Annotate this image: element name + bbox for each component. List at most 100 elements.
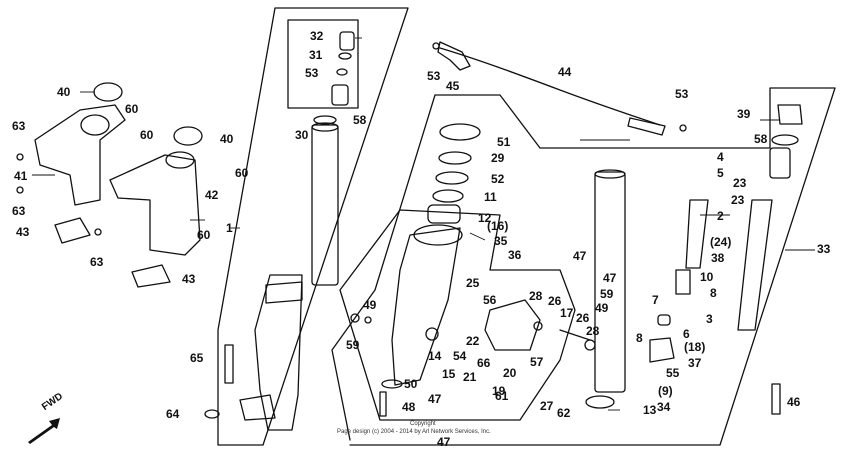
callout: 61: [495, 389, 509, 403]
nut-40b: [173, 126, 203, 146]
bushing-13: [585, 395, 615, 409]
lock-piece-37: [649, 337, 675, 363]
callout: 63: [12, 204, 26, 218]
top-bolt-32: [339, 31, 355, 51]
callout: 37: [688, 356, 702, 370]
washer-53-hose-right: [679, 124, 687, 132]
fork-tube-top: [311, 122, 339, 132]
oring-58: [313, 115, 337, 125]
callout: 48: [402, 400, 416, 414]
callout: 35: [494, 234, 508, 248]
brake-hose: [439, 47, 661, 126]
spacer-4: [769, 147, 791, 179]
bolt-48: [379, 391, 387, 417]
caliper-body: [484, 299, 541, 351]
callout: 49: [363, 298, 377, 312]
callout: 39: [737, 107, 751, 121]
callout: 15: [442, 367, 456, 381]
seal-51: [439, 123, 481, 141]
callout: 38: [711, 251, 725, 265]
callout: 29: [491, 151, 505, 165]
callout: 55: [666, 366, 680, 380]
nut-40a: [93, 82, 123, 102]
fork-dust-seal: [265, 281, 303, 304]
piston-ring-3: [657, 314, 671, 326]
outline-left-fork: [217, 7, 409, 446]
fork-bridge-upper: [34, 104, 126, 206]
washer-53: [336, 68, 348, 76]
callout: 8: [710, 286, 717, 300]
callout: 6: [683, 327, 690, 341]
bridge-boss-upper: [80, 114, 110, 136]
callout: 45: [446, 79, 460, 93]
callout: 60: [140, 128, 154, 142]
callout: 31: [309, 48, 323, 62]
bolt-59: [350, 313, 360, 323]
callout: 33: [817, 242, 831, 256]
callout: 43: [16, 225, 30, 239]
callout: 26: [548, 294, 562, 308]
outline-top-bolt: [287, 19, 359, 109]
callout: 25: [466, 276, 480, 290]
callout: 23: [733, 176, 747, 190]
callout: 60: [125, 102, 139, 116]
callout: 12: [478, 211, 492, 225]
callout: 60: [197, 228, 211, 242]
callout: (24): [710, 235, 732, 249]
callout: 56: [483, 293, 497, 307]
callout: 54: [453, 349, 467, 363]
callout: 60: [235, 166, 249, 180]
callout: 49: [595, 301, 609, 315]
callout: 8: [636, 331, 643, 345]
cap-39: [777, 104, 803, 125]
callout: 28: [586, 324, 600, 338]
slider-top: [413, 224, 463, 246]
callout: 44: [558, 65, 572, 79]
callout: 63: [90, 255, 104, 269]
pin-46: [771, 383, 781, 415]
copyright-line-1: Copyright: [410, 421, 436, 427]
callout: 5: [717, 166, 724, 180]
piston-28: [584, 339, 596, 351]
rebound-spring-10: [675, 269, 691, 295]
cover-43a: [54, 217, 91, 244]
callout: 65: [190, 351, 204, 365]
fork-tube-right: [594, 171, 626, 393]
cover-43b: [131, 264, 171, 288]
callout: 66: [477, 356, 491, 370]
callout: 51: [497, 135, 511, 149]
bolt-63a: [16, 153, 24, 161]
callout: 41: [14, 169, 28, 183]
callout: 34: [657, 400, 671, 414]
bolt-65: [224, 344, 234, 384]
callout: 22: [466, 334, 480, 348]
callout: 47: [603, 271, 617, 285]
callout: 27: [540, 399, 554, 413]
ring-58b: [771, 134, 799, 146]
callout: 63: [12, 119, 26, 133]
callout: 50: [404, 377, 418, 391]
callout: 10: [700, 270, 714, 284]
callout: 36: [508, 248, 522, 262]
ring-52: [435, 171, 469, 185]
bolt-63c: [94, 228, 102, 236]
bushing-12: [427, 204, 461, 224]
callout: 13: [643, 403, 657, 417]
callout: (9): [658, 384, 673, 398]
callout: 2: [717, 209, 724, 223]
outline-inner-slider: [339, 209, 576, 421]
callout: 59: [600, 287, 614, 301]
callout: 64: [166, 407, 180, 421]
callout: 58: [754, 132, 768, 146]
callout: 28: [529, 289, 543, 303]
callout: 21: [463, 370, 477, 384]
callout: 53: [305, 66, 319, 80]
piston-14: [425, 327, 439, 341]
ring-29: [438, 151, 472, 165]
callout: 4: [717, 150, 724, 164]
callout: 14: [428, 349, 442, 363]
washer-64: [204, 409, 220, 419]
callout: 26: [576, 311, 590, 325]
